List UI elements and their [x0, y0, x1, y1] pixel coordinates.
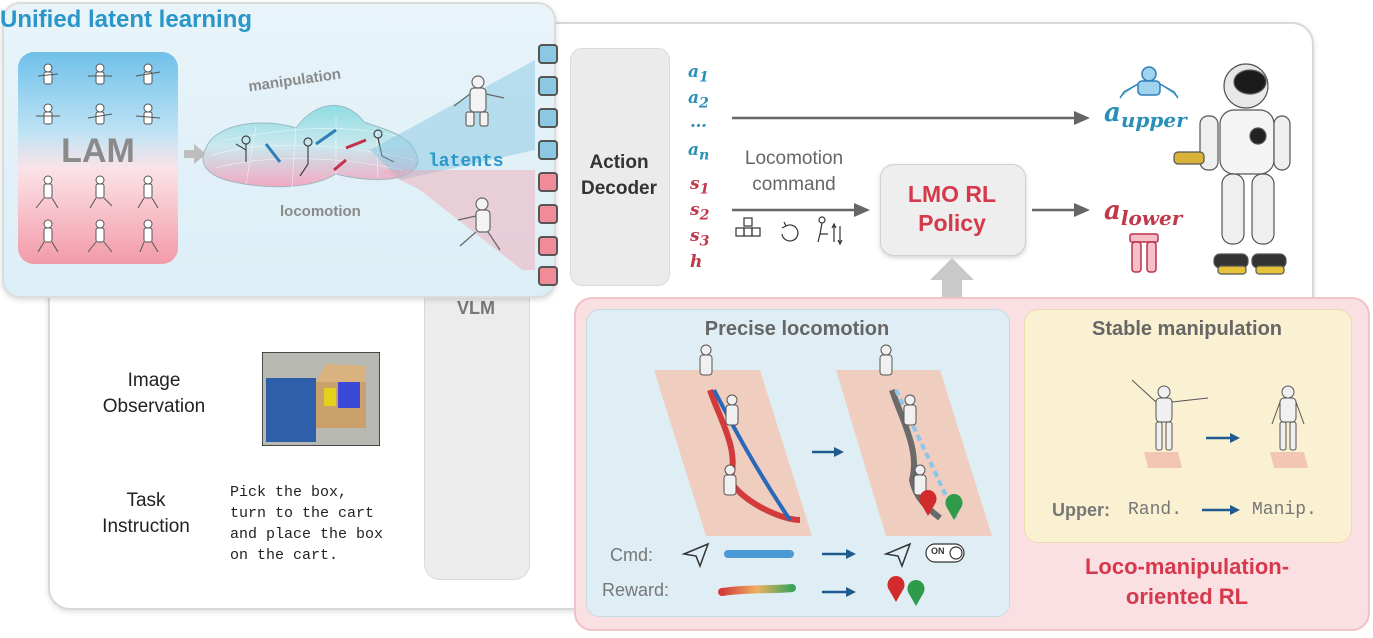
latent-token-red [538, 172, 558, 192]
manip-label: Manip. [1252, 500, 1317, 520]
cmd-row-illustration [681, 542, 965, 568]
precise-locomotion-illustration [654, 344, 992, 536]
stable-manipulation-panel [1024, 309, 1352, 543]
vlm-robot-images [453, 75, 505, 251]
a-lower: alower [1104, 196, 1183, 231]
rl-up-arrow [930, 258, 974, 298]
lmo-rl-policy-block [880, 164, 1026, 256]
var-a1: a1 [688, 62, 709, 86]
upper-arrow [732, 111, 1090, 125]
robot-thumb [135, 63, 161, 85]
var-a2: a2 [688, 88, 709, 112]
command-arrow [732, 203, 870, 217]
robot-thumb [89, 175, 113, 209]
lam-arrow [184, 144, 206, 164]
command-icons [735, 216, 843, 246]
task-instruction-text: Pick the box, turn to the cart and place… [230, 484, 384, 564]
reward-row-illustration [718, 576, 925, 606]
a-upper: aupper [1104, 98, 1187, 133]
unified-title: Unified latent learning [0, 6, 253, 33]
var-s2: s2 [690, 200, 710, 224]
reward-label: Reward: [602, 580, 670, 600]
latent-token-blue [538, 76, 558, 96]
var-an: an [688, 140, 710, 164]
precise-locomotion-title: Precise locomotion [704, 318, 890, 340]
observation-image [262, 352, 380, 446]
lam-robot-grid [35, 63, 161, 253]
var-s3: s3 [690, 226, 710, 250]
rand-to-manip-arrow [1202, 505, 1240, 515]
robot-thumb [36, 103, 60, 125]
robot-thumb [87, 219, 113, 253]
latent-token-red [538, 266, 558, 286]
on-toggle-text: ON [931, 546, 945, 556]
precise-locomotion-panel [586, 309, 1010, 617]
var-s1: s1 [690, 174, 710, 198]
lam-label: LAM [61, 132, 135, 170]
cmd-label: Cmd: [610, 545, 654, 565]
robot-thumb [35, 175, 59, 209]
upper-label: Upper: [1052, 500, 1110, 520]
latent-manifold [202, 105, 419, 189]
rand-label: Rand. [1128, 500, 1183, 520]
humanoid-robot-image [1173, 63, 1291, 275]
latent-token-blue [538, 140, 558, 160]
vlm-label: VLM [457, 298, 495, 318]
var-ellipsis: … [690, 112, 707, 132]
loco-manipulation-rl-title: Loco-manipulation-oriented RL [1084, 554, 1290, 609]
latent-token-blue [538, 108, 558, 128]
stable-manipulation-title: Stable manipulation [1091, 318, 1283, 340]
locomotion-label: locomotion [280, 203, 361, 220]
latent-token-blue [538, 44, 558, 64]
robot-thumb [88, 63, 112, 85]
latent-token-red [538, 236, 558, 256]
var-h: h [690, 252, 703, 272]
lower-body-icon [1129, 233, 1159, 273]
action-decoder-block [570, 48, 670, 286]
robot-thumb [37, 63, 59, 85]
robot-thumb [87, 103, 113, 125]
robot-thumb [37, 219, 59, 253]
upper-body-icon [1119, 66, 1179, 99]
latents-label: latents [428, 152, 504, 172]
lower-arrow [1032, 203, 1090, 217]
robot-thumb [135, 103, 161, 125]
robot-thumb [139, 219, 159, 253]
stable-manipulation-illustration [1131, 379, 1308, 468]
robot-thumb [137, 175, 159, 209]
latent-token-red [538, 204, 558, 224]
